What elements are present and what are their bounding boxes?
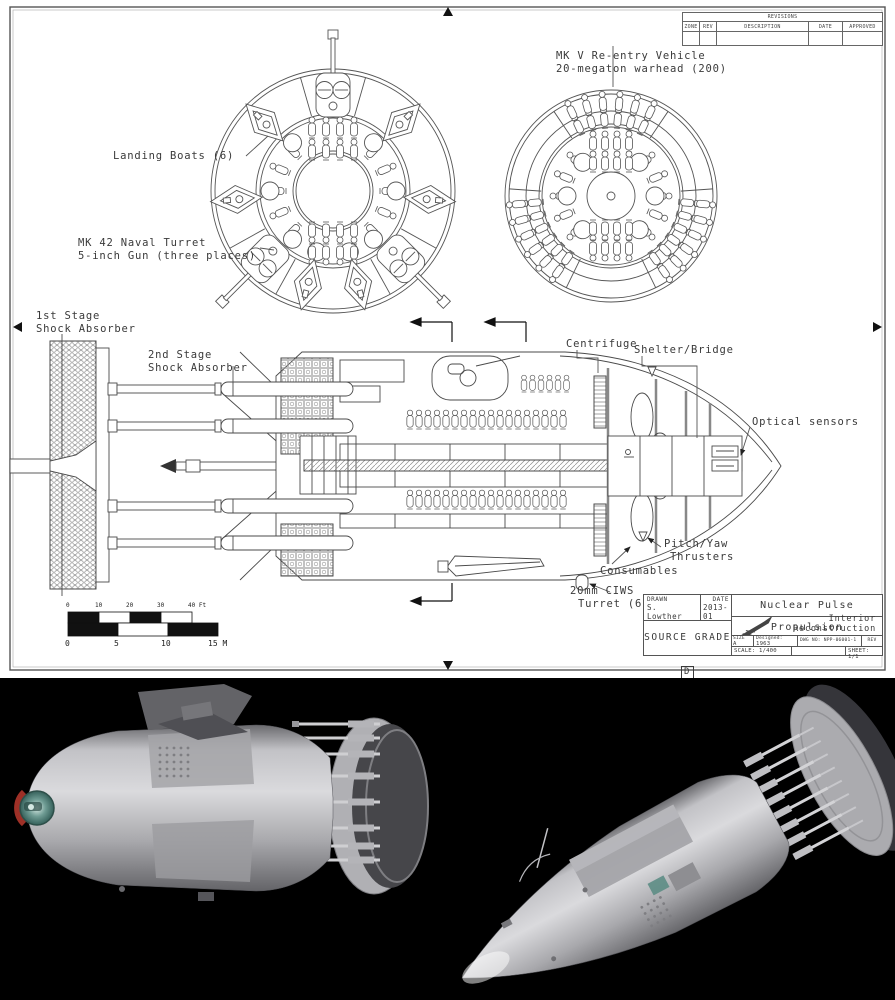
revisions-col-rev: REV [700, 22, 717, 31]
side-elevation [9, 334, 782, 596]
scale-m-tick: 0 [65, 639, 70, 648]
blueprint-sheet: 0 10 20 30 40 Ft 0 5 10 15 M MK V Re-ent… [0, 0, 895, 679]
scale-ft-tick: 0 [66, 602, 70, 609]
revisions-col-date: DATE [809, 22, 843, 31]
drawing-title: Nuclear Pulse Propulsion [732, 595, 882, 633]
callout-landing-boats: Landing Boats (6) [113, 150, 235, 162]
drawn-value: S. Lowther [647, 603, 683, 621]
scale-ft-tick: 20 [126, 602, 134, 609]
section-view-magazine [504, 89, 718, 303]
designed-value: 1963 [756, 641, 771, 647]
section-view-aft-details [206, 29, 460, 318]
blueprint-linework [9, 6, 886, 671]
render-panel [0, 678, 895, 1000]
scale-m-tick: 10 [161, 639, 171, 648]
revisions-col-description: DESCRIPTION [717, 22, 809, 31]
callout-consumables: Consumables [600, 565, 679, 577]
revisions-empty-row [683, 32, 882, 45]
designed-label: Designed: [756, 636, 783, 641]
antenna [536, 828, 549, 869]
callout-line: 2nd Stage [148, 349, 213, 361]
drawing-subtitle: Interior Reconstruction [793, 614, 876, 634]
callout-optical-sensors: Optical sensors [752, 416, 859, 428]
sheet-value: SHEET: 1/1 [848, 648, 870, 660]
center-mark-top-icon [443, 7, 453, 16]
callout-pitch-yaw: Pitch/Yaw [664, 538, 729, 550]
revisions-col-approved: APPROVED [849, 24, 876, 30]
spacecraft-logo-icon [740, 617, 773, 635]
nose-ring-red [14, 789, 27, 827]
scale-ft-tick: 30 [157, 602, 165, 609]
callout-line: MK V Re-entry Vehicle [556, 50, 706, 62]
callout-line: MK 42 Naval Turret [78, 237, 207, 249]
callout-naval-turret: MK 42 Naval Turret 5-inch Gun (three pla… [78, 237, 256, 263]
render-canvas [14, 684, 895, 984]
callout-line: Shock Absorber [36, 323, 136, 335]
scale-ft-tick: 40 Ft [188, 602, 207, 609]
callout-centrifuge: Centrifuge [566, 338, 638, 350]
section-view-magazine-details [505, 90, 717, 289]
section-cut-arrows [409, 317, 527, 606]
render-quarter-view [461, 684, 895, 984]
callout-first-stage: 1st Stage Shock Absorber [36, 310, 136, 336]
scale-bar [67, 611, 219, 637]
revisions-title: REVISIONS [683, 13, 882, 22]
date-label: DATE [712, 596, 729, 603]
scale-ft-tick: 10 [95, 602, 103, 609]
dwg-no: DWG NO: NPP-06001-1 [798, 636, 862, 647]
hull-dot-grid [158, 746, 190, 778]
callout-reentry-vehicle: MK V Re-entry Vehicle 20-megaton warhead… [556, 50, 727, 76]
revisions-table: REVISIONS ZONE REV DESCRIPTION DATE APPR… [682, 12, 883, 46]
callout-line: 5-inch Gun (three places) [78, 250, 257, 262]
center-mark-bottom-icon [443, 661, 453, 670]
callout-shelter-bridge: Shelter/Bridge [634, 344, 734, 356]
rev-label: REV [862, 636, 882, 647]
scale-value: SCALE: 1/400 [732, 647, 792, 655]
center-mark-left-icon [13, 322, 22, 332]
hull-dot-grid [640, 896, 672, 928]
callout-line: Turret (6) [578, 598, 650, 610]
callout-line: 1st Stage [36, 310, 101, 322]
revisions-col-zone: ZONE [683, 22, 700, 31]
callout-line: 20-megaton warhead (200) [556, 63, 727, 75]
date-value: 2013-01 [703, 603, 729, 621]
scale-m-tick: 5 [114, 639, 119, 648]
callout-second-stage: 2nd Stage Shock Absorber [148, 349, 248, 375]
hull-panel [569, 804, 693, 897]
center-mark-right-icon [873, 322, 882, 332]
drawing-frame [9, 6, 886, 671]
render-side-view [14, 684, 429, 901]
source-grade-label: SOURCE GRADE [644, 632, 731, 643]
callout-pitch-yaw-2: Thrusters [670, 551, 735, 563]
callout-leaders [232, 46, 751, 593]
callout-line: Shock Absorber [148, 362, 248, 374]
scale-m-tick: 15 M [208, 639, 228, 648]
drawn-label: DRAWN [647, 596, 668, 603]
title-block: DRAWN S. Lowther DATE 2013-01 SOURCE GRA… [643, 594, 883, 679]
callout-ciws: 20mm CIWS Turret (6) [570, 585, 649, 611]
callout-line: 20mm CIWS [570, 585, 635, 597]
size-value: A [733, 641, 737, 647]
size-label: SIZE [733, 636, 745, 641]
interior-detail-teal [647, 875, 670, 896]
